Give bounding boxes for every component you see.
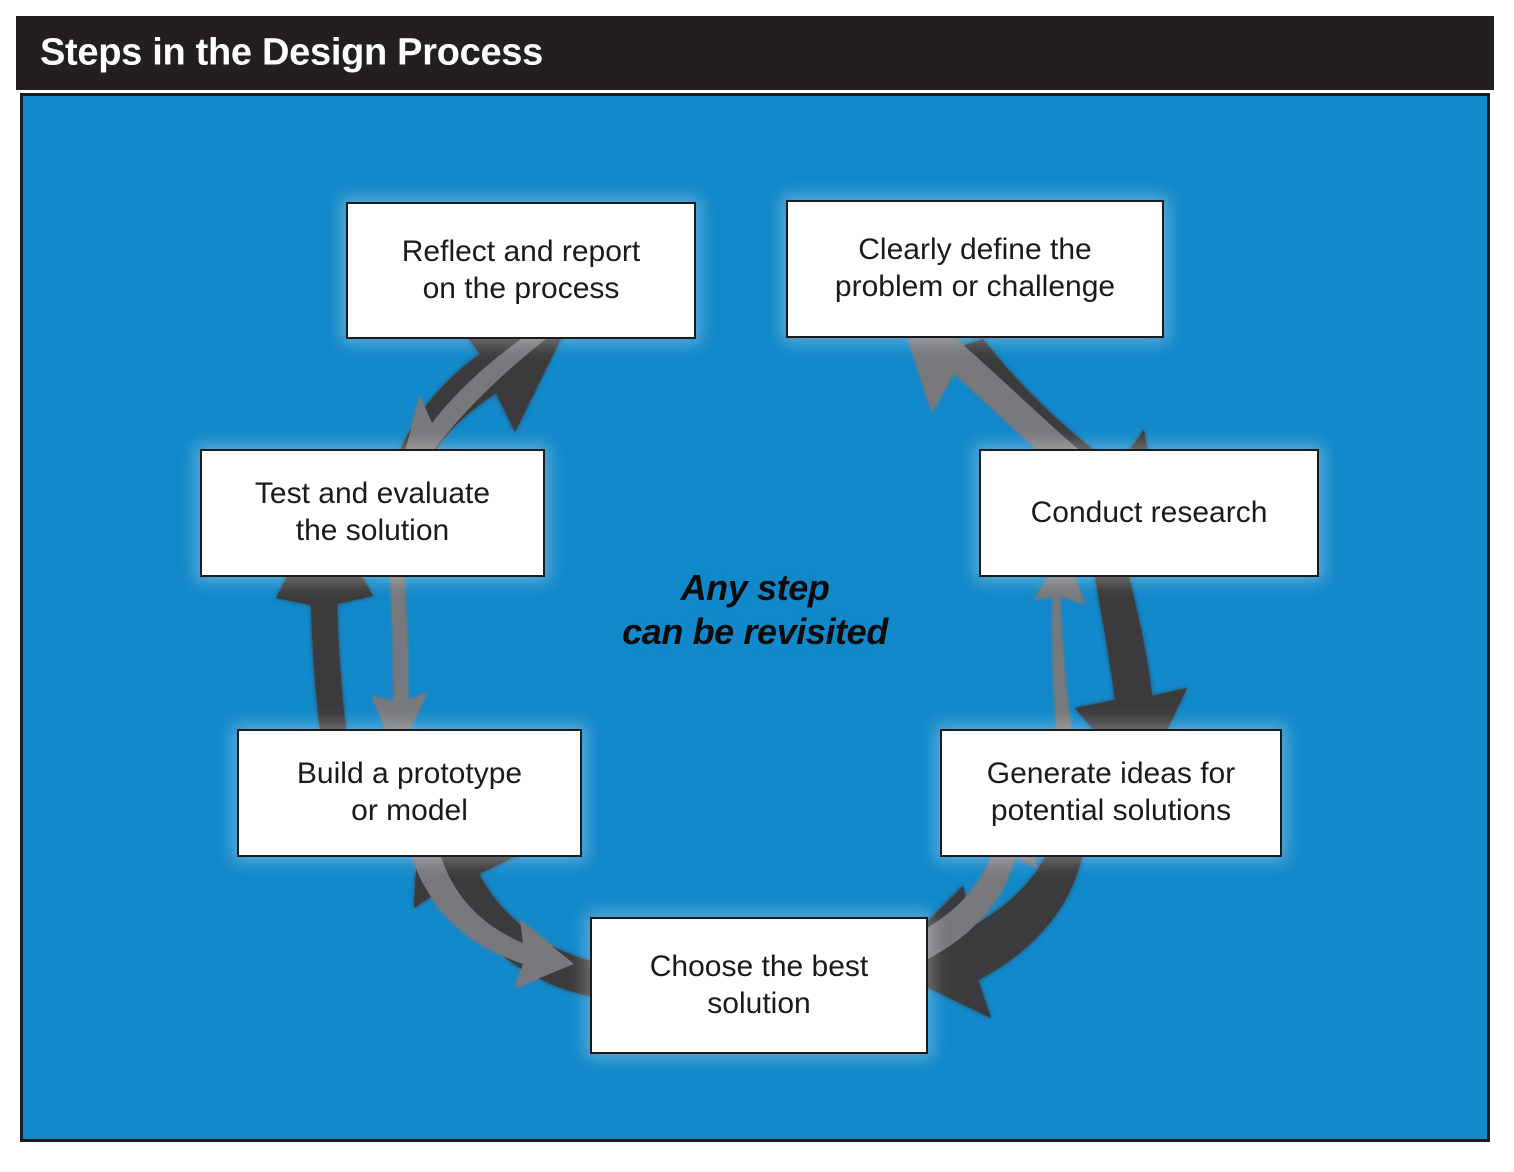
arrow-build-to-choose — [412, 853, 574, 988]
arrow-generate-to-choose — [883, 844, 1082, 1018]
node-label: Build a prototype or model — [296, 757, 523, 827]
node-label: Generate ideas for potential solutions — [986, 757, 1236, 827]
arrow-reflect-to-test — [402, 329, 546, 462]
node-choose-best-solution[interactable]: Choose the best solution — [590, 917, 928, 1054]
node-generate-ideas[interactable]: Generate ideas for potential solutions — [940, 729, 1282, 857]
node-build-prototype[interactable]: Build a prototype or model — [237, 729, 582, 857]
node-clearly-define-problem[interactable]: Clearly define the problem or challenge — [786, 200, 1164, 338]
node-test-and-evaluate[interactable]: Test and evaluate the solution — [200, 449, 545, 577]
diagram-stage: Reflect and report on the process Clearl… — [20, 93, 1490, 1142]
node-label: Reflect and report on the process — [401, 234, 641, 305]
node-reflect-and-report[interactable]: Reflect and report on the process — [346, 202, 696, 339]
center-note: Any step can be revisited — [622, 567, 888, 652]
node-conduct-research[interactable]: Conduct research — [979, 449, 1319, 577]
arrow-test-to-build — [372, 577, 427, 756]
node-label: Choose the best solution — [649, 949, 869, 1020]
node-label: Test and evaluate the solution — [254, 477, 491, 547]
arrow-generate-to-research — [1034, 551, 1085, 729]
header-bar: Steps in the Design Process — [16, 16, 1494, 90]
arrow-research-to-define — [908, 332, 1078, 478]
node-label: Conduct research — [1030, 495, 1268, 529]
page-title: Steps in the Design Process — [40, 31, 543, 74]
node-label: Clearly define the problem or challenge — [834, 233, 1116, 303]
